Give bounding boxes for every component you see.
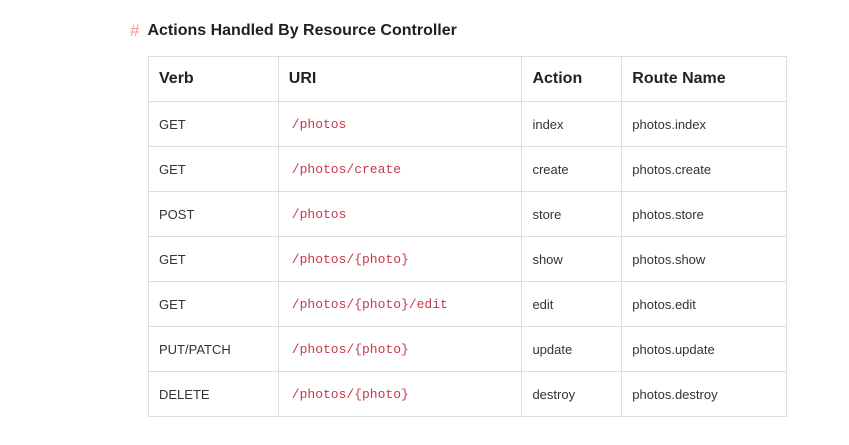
action-cell: show [521, 236, 623, 282]
verb-cell: GET [148, 101, 279, 147]
resource-actions-table: Verb URI Action Route Name GET /photos i… [148, 56, 787, 417]
uri-cell: /photos/{photo}/edit [277, 281, 523, 327]
uri-code: /photos [291, 117, 347, 132]
table-row: GET /photos/{photo}/edit edit photos.edi… [148, 281, 787, 327]
route-name-cell: photos.index [621, 101, 787, 147]
verb-cell: GET [148, 281, 279, 327]
column-header-uri: URI [277, 56, 523, 102]
action-cell: destroy [521, 371, 623, 417]
table-row: GET /photos/create create photos.create [148, 146, 787, 192]
table-row: POST /photos store photos.store [148, 191, 787, 237]
uri-cell: /photos/{photo} [277, 326, 523, 372]
column-header-action: Action [521, 56, 623, 102]
section-heading: # Actions Handled By Resource Controller [130, 20, 457, 42]
action-cell: index [521, 101, 623, 147]
uri-code: /photos/{photo} [291, 342, 409, 357]
section-title: Actions Handled By Resource Controller [147, 22, 457, 39]
action-cell: store [521, 191, 623, 237]
route-name-cell: photos.update [621, 326, 787, 372]
action-cell: update [521, 326, 623, 372]
verb-cell: PUT/PATCH [148, 326, 279, 372]
uri-cell: /photos [277, 101, 523, 147]
route-name-cell: photos.destroy [621, 371, 787, 417]
table-row: GET /photos index photos.index [148, 101, 787, 147]
uri-cell: /photos/{photo} [277, 371, 523, 417]
uri-code: /photos/{photo}/edit [291, 297, 448, 312]
route-name-cell: photos.edit [621, 281, 787, 327]
table-row: GET /photos/{photo} show photos.show [148, 236, 787, 282]
uri-code: /photos [291, 207, 347, 222]
anchor-hash-link[interactable]: # [130, 21, 140, 40]
route-name-cell: photos.create [621, 146, 787, 192]
uri-cell: /photos [277, 191, 523, 237]
verb-cell: DELETE [148, 371, 279, 417]
route-name-cell: photos.show [621, 236, 787, 282]
action-cell: edit [521, 281, 623, 327]
uri-code: /photos/{photo} [291, 252, 409, 267]
table-header-row: Verb URI Action Route Name [148, 56, 787, 102]
verb-cell: GET [148, 146, 279, 192]
table-row: DELETE /photos/{photo} destroy photos.de… [148, 371, 787, 417]
uri-cell: /photos/{photo} [277, 236, 523, 282]
table-row: PUT/PATCH /photos/{photo} update photos.… [148, 326, 787, 372]
column-header-verb: Verb [148, 56, 279, 102]
uri-code: /photos/create [291, 162, 402, 177]
route-name-cell: photos.store [621, 191, 787, 237]
verb-cell: POST [148, 191, 279, 237]
column-header-route-name: Route Name [621, 56, 787, 102]
uri-cell: /photos/create [277, 146, 523, 192]
uri-code: /photos/{photo} [291, 387, 409, 402]
action-cell: create [521, 146, 623, 192]
verb-cell: GET [148, 236, 279, 282]
